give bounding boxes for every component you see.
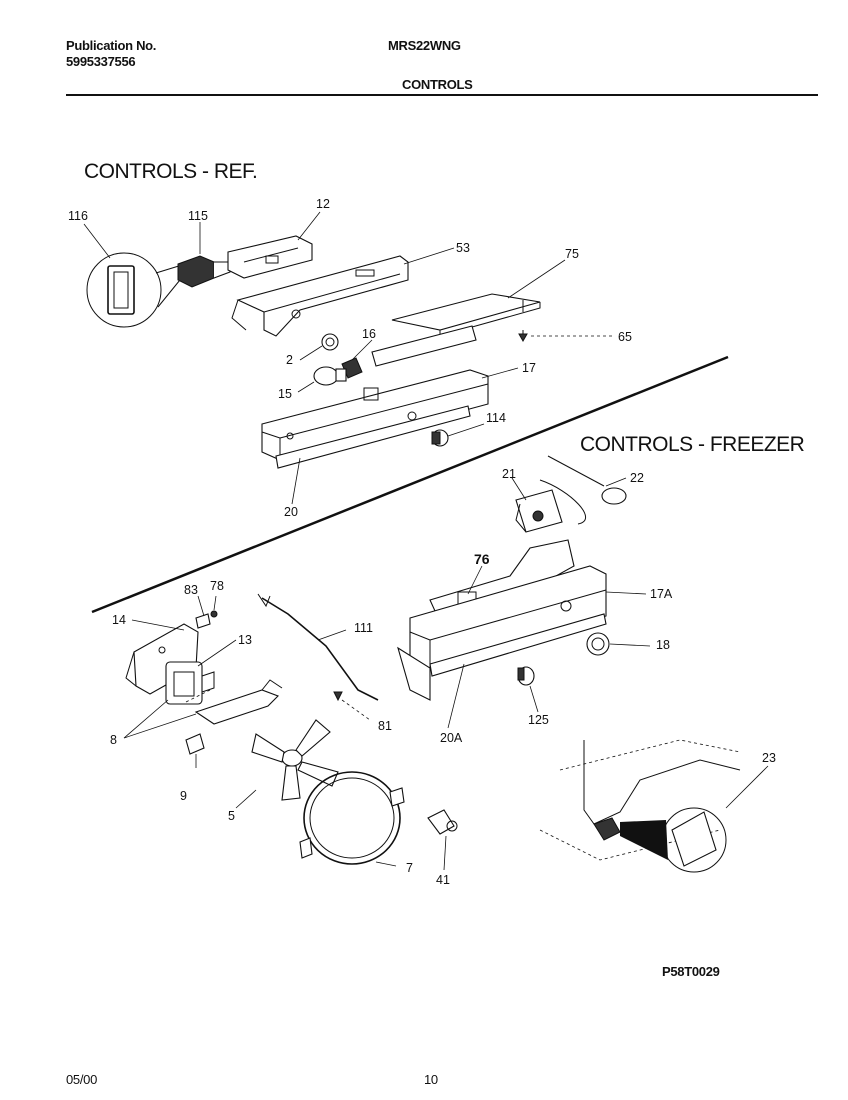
trim-part-20: [275, 405, 471, 469]
ref-section-title: CONTROLS - REF.: [84, 160, 258, 183]
control-knob-part-2: [321, 333, 339, 351]
diagram-code: P58T0029: [662, 964, 720, 979]
control-knob-part-18: [586, 632, 610, 656]
fan-motor-part-13: [165, 661, 215, 705]
callout-12: 12: [316, 197, 330, 211]
callout-81: 81: [378, 719, 392, 733]
freezer-section-title: CONTROLS - FREEZER: [580, 433, 805, 456]
callout-20A: 20A: [440, 731, 463, 745]
callout-53: 53: [456, 241, 470, 255]
callout-75: 75: [565, 247, 579, 261]
callout-115: 115: [188, 209, 208, 223]
callout-23: 23: [762, 751, 776, 765]
callout-111: 111: [354, 621, 373, 635]
light-bulb-part-15: [313, 366, 347, 386]
model-number: MRS22WNG: [388, 38, 461, 53]
callout-15: 15: [278, 387, 292, 401]
freezer-console-part-17A: [397, 565, 607, 701]
callout-13: 13: [238, 633, 252, 647]
page-number: 10: [424, 1072, 438, 1087]
control-housing-part-53: [231, 255, 409, 337]
callout-9: 9: [180, 789, 187, 803]
clip-part-83: [195, 613, 211, 629]
callout-17A: 17A: [650, 587, 673, 601]
callout-14: 14: [112, 613, 126, 627]
callout-labels: 116 115 12 53 75 65 16 2 15 17 114 20 21…: [68, 197, 776, 887]
screw-part-65: [518, 330, 613, 343]
callout-76: 76: [474, 551, 490, 567]
publication-label: Publication No.: [66, 38, 157, 53]
callout-20: 20: [284, 505, 298, 519]
callout-116: 116: [68, 209, 88, 223]
light-shield-part-12: [227, 235, 313, 279]
grommet-part-41: [427, 809, 458, 835]
motor-bracket-part-8: [194, 679, 283, 725]
callout-18: 18: [656, 638, 670, 652]
callout-21: 21: [502, 467, 516, 481]
probe-part-22: [539, 455, 627, 525]
fan-shroud-part-7: [299, 771, 405, 865]
callout-16: 16: [362, 327, 376, 341]
callout-5: 5: [228, 809, 235, 823]
callout-7: 7: [406, 861, 413, 875]
leader-lines: [83, 211, 769, 871]
footer-date: 05/00: [66, 1072, 98, 1087]
callout-17: 17: [522, 361, 536, 375]
screw-part-78: [210, 610, 218, 618]
callout-114: 114: [486, 411, 506, 425]
callout-8: 8: [110, 733, 117, 747]
trim-part-20A: [429, 613, 607, 677]
freezer-control-part-21: [515, 489, 563, 533]
clip-part-9: [185, 733, 205, 768]
light-socket-part-115: [177, 255, 231, 288]
wire-harness-part-111: [257, 593, 379, 701]
thermostat-part-114: [431, 429, 449, 447]
control-console-part-17: [261, 369, 489, 461]
section-name: CONTROLS: [402, 77, 473, 92]
publication-number: 5995337556: [66, 54, 136, 69]
callout-22: 22: [630, 471, 644, 485]
header-rule: [66, 94, 818, 96]
fan-blade-part-5: [251, 719, 339, 801]
callout-2: 2: [286, 353, 293, 367]
callout-83: 83: [184, 583, 198, 597]
gasket-detail-part-116: [86, 252, 185, 328]
damper-assembly-part-23: [539, 739, 741, 873]
callout-41: 41: [436, 873, 450, 887]
callout-65: 65: [618, 330, 632, 344]
light-bulb-part-125: [517, 666, 535, 686]
cover-part-75: [391, 293, 541, 337]
callout-125: 125: [528, 713, 549, 727]
callout-78: 78: [210, 579, 224, 593]
section-divider-line: [91, 355, 729, 614]
mounting-plate: [371, 325, 477, 367]
screw-part-81: [333, 691, 371, 721]
